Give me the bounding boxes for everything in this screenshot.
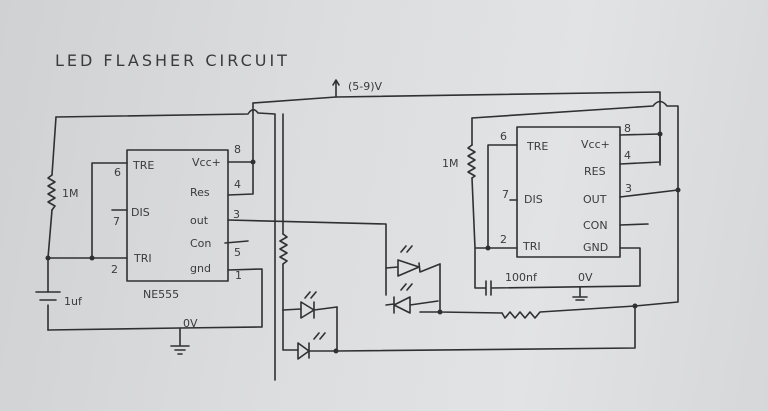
capacitor-right-100nf: 100nf: [485, 247, 641, 296]
supply-voltage-label: (5-9)V: [348, 80, 383, 93]
ic-right-pin-out: OUT: [583, 193, 607, 206]
led-upper-1: [385, 245, 441, 277]
led-lower-2: [282, 309, 337, 360]
svg-text:1uf: 1uf: [64, 295, 83, 308]
ic-right-pin7-num: 7: [502, 188, 509, 201]
wire-right-timing: [471, 117, 489, 289]
ic-right-pin-gnd: GND: [583, 241, 608, 254]
wire-right-pin8-4: [619, 133, 661, 165]
wire-right-pin5: [619, 223, 649, 226]
circuit-title: LED FLASHER CIRCUIT: [55, 51, 290, 70]
resistor-right-1m: 1M: [442, 144, 476, 179]
ic-right-pin4-num: 4: [624, 149, 631, 162]
ic-left-body: [126, 149, 229, 282]
ic-left-pin-tre: TRE: [132, 159, 154, 172]
ic-right-pin-dis: DIS: [524, 193, 543, 206]
wire-left-gnd: [47, 268, 263, 331]
wire-right-pin6-2: [487, 144, 518, 249]
wire-crossover-left: [55, 102, 276, 381]
ic-left-pin-res: Res: [190, 186, 210, 199]
ic-left-pin-gnd: gnd: [190, 262, 211, 275]
resistor-left-1m: 1M: [47, 174, 79, 211]
wire-left-pin8-4: [227, 161, 254, 196]
ic-left-pin-vcc: Vcc+: [192, 156, 221, 169]
ic-left-pin1-num: 1: [235, 269, 242, 282]
svg-text:0V: 0V: [578, 271, 593, 284]
ic-left-pin5-num: 5: [234, 246, 241, 259]
wire-left-out: [227, 219, 387, 296]
ic-left-pin6-num: 6: [114, 166, 121, 179]
svg-text:1M: 1M: [442, 157, 459, 170]
ic-left-pin4-num: 4: [234, 178, 241, 191]
wire-left-pin5: [224, 240, 249, 244]
ic-right-pin-con: CON: [583, 219, 608, 232]
supply-rail: [252, 91, 661, 104]
ic-left-pin8-num: 8: [234, 143, 241, 156]
resistor-middle: [279, 233, 288, 265]
svg-text:0V: 0V: [183, 317, 198, 330]
svg-text:1M: 1M: [62, 187, 79, 200]
ic-right-pin6-num: 6: [500, 130, 507, 143]
ic-left-pin-tri: TRI: [133, 252, 152, 265]
ic-right-pin-tri: TRI: [522, 240, 541, 253]
wire-right-pin3: [619, 189, 679, 198]
resistor-bottom-right: [501, 305, 636, 319]
wire-lower-leds: [336, 305, 636, 352]
ic-left-pin2-num: 2: [111, 263, 118, 276]
ic-right-pin3-num: 3: [625, 182, 632, 195]
ic-left-pin-out: out: [190, 214, 209, 227]
wire-upper-leds: [419, 263, 503, 314]
ic-right-pin-res: RES: [584, 165, 606, 178]
ic-left-name: NE555: [143, 288, 179, 301]
ic-right-pin8-num: 8: [624, 122, 631, 135]
wire-left-pin6-2: [91, 162, 128, 259]
ground-left: 0V: [170, 317, 198, 355]
capacitor-left-1uf: 1uf: [35, 291, 83, 308]
led-lower-1: [282, 291, 338, 319]
svg-text:100nf: 100nf: [505, 271, 538, 284]
ic-right-pin-vcc: Vcc+: [581, 138, 610, 151]
ground-right: 0V: [572, 271, 593, 301]
ic-left-pin3-num: 3: [233, 208, 240, 221]
ic-left-pin-dis: DIS: [131, 206, 150, 219]
ic-left-pin7-num: 7: [113, 215, 120, 228]
supply-terminal: (5-9)V: [332, 79, 383, 98]
ic-left-pin-con: Con: [190, 237, 211, 250]
ic-right-pin2-num: 2: [500, 233, 507, 246]
ic-right-pin-tre: TRE: [526, 140, 548, 153]
ic-right-body: [516, 126, 621, 258]
led-upper-2: [385, 283, 439, 314]
